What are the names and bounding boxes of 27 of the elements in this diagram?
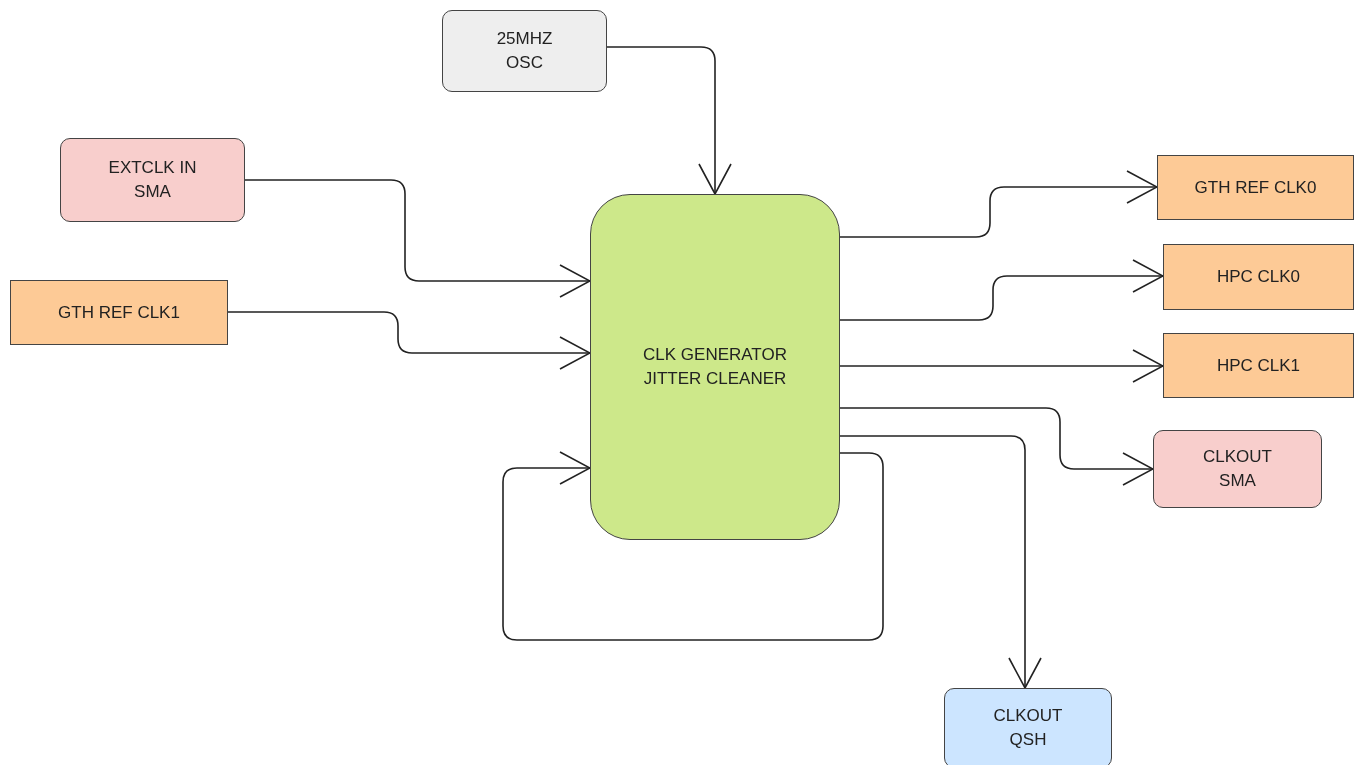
box-label: EXTCLK IN SMA bbox=[107, 157, 198, 203]
arrow bbox=[502, 451, 884, 641]
signal-box bbox=[442, 10, 607, 92]
process-block bbox=[590, 194, 840, 540]
box-label: GTH REF CLK1 bbox=[58, 301, 180, 324]
box-label: HPC CLK1 bbox=[1216, 354, 1301, 377]
arrow bbox=[839, 170, 1158, 238]
arrow bbox=[839, 435, 1042, 689]
arrow bbox=[244, 179, 591, 298]
box-label: CLK GENERATOR JITTER CLEANER bbox=[642, 344, 788, 390]
box-label: CLKOUT QSH bbox=[992, 705, 1064, 751]
arrow bbox=[839, 349, 1164, 383]
signal-box bbox=[1157, 155, 1354, 220]
signal-box bbox=[10, 280, 228, 345]
arrow bbox=[606, 46, 732, 195]
box-label: HPC CLK0 bbox=[1216, 266, 1301, 288]
box-label: GTH REF CLK0 bbox=[1194, 176, 1317, 199]
box-label: 25MHZ OSC bbox=[495, 28, 554, 74]
arrow bbox=[839, 407, 1154, 486]
signal-box bbox=[1163, 333, 1354, 398]
signal-box bbox=[944, 688, 1112, 765]
arrow bbox=[839, 259, 1164, 321]
signal-box bbox=[60, 138, 245, 222]
arrow bbox=[227, 311, 591, 370]
signal-box bbox=[1153, 430, 1322, 508]
box-label: CLKOUT SMA bbox=[1202, 446, 1273, 492]
signal-box bbox=[1163, 244, 1354, 310]
